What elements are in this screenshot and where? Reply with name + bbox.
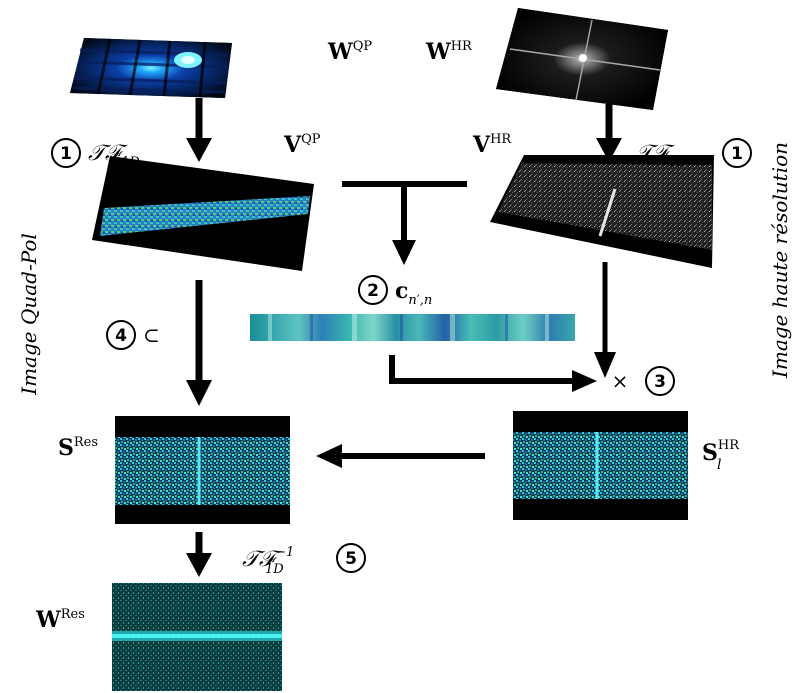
step1-left: 1 𝒯ℱ1D [51, 138, 140, 170]
v-hr-image [490, 155, 714, 268]
w-qp-image [70, 38, 232, 98]
svg-text:4: 4 [115, 326, 127, 346]
svg-text:5: 5 [345, 549, 357, 569]
w-hr-label: WHR [425, 39, 473, 65]
step3: × 3 [612, 366, 675, 396]
w-qp-label: WQP [327, 39, 372, 65]
svg-text:1: 1 [60, 144, 72, 164]
svg-text:⊂: ⊂ [143, 323, 160, 347]
svg-text:𝒯ℱ1D: 𝒯ℱ1D [635, 141, 687, 170]
w-res-label: WRes [35, 607, 85, 633]
svg-text:𝒯ℱ1D: 𝒯ℱ1D [88, 141, 140, 170]
step4: 4 ⊂ [106, 320, 160, 350]
svg-text:𝒯ℱ−11D: 𝒯ℱ−11D [242, 545, 294, 577]
v-qp-image [92, 156, 314, 271]
side-label-right: Image haute résolution [768, 142, 792, 379]
svg-text:1: 1 [731, 144, 743, 164]
svg-text:×: × [612, 369, 629, 393]
s-hr-image [513, 411, 688, 520]
svg-text:3: 3 [654, 372, 666, 392]
v-hr-label: VHR [472, 132, 512, 158]
c-strip [250, 314, 575, 341]
s-res-label: SRes [58, 435, 98, 461]
v-qp-label: VQP [283, 132, 321, 158]
s-res-image [115, 416, 290, 524]
w-res-image [112, 583, 282, 691]
side-label-left: Image Quad-Pol [17, 233, 41, 396]
c-label: cn′,n [395, 278, 432, 308]
svg-text:2: 2 [367, 281, 379, 301]
w-hr-image [496, 8, 668, 110]
arrows [186, 98, 622, 577]
c-strip-texture [268, 314, 549, 341]
step2: 2 [358, 275, 388, 305]
